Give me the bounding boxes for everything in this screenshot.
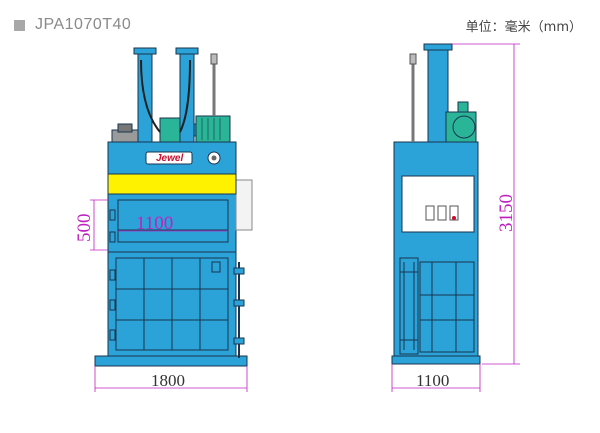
control-buttons xyxy=(425,205,459,221)
front-base-plate xyxy=(94,355,248,367)
left-column-cap xyxy=(133,47,157,55)
brand-logo: Jewel xyxy=(156,153,183,164)
motor xyxy=(195,115,231,143)
hose xyxy=(140,59,161,133)
side-view xyxy=(391,43,481,365)
front-view xyxy=(94,47,253,367)
side-rod-top xyxy=(409,53,417,65)
motor-terminal xyxy=(457,101,469,113)
control-panel xyxy=(401,175,475,233)
side-column xyxy=(427,47,449,143)
chamber-opening xyxy=(117,199,229,243)
side-chamber-lines xyxy=(419,261,475,353)
emergency-stop-icon xyxy=(452,216,456,220)
gauge-center xyxy=(211,155,217,161)
side-base-plate xyxy=(391,355,481,365)
motor-fins xyxy=(201,118,221,140)
hinge xyxy=(109,231,116,243)
side-dimension-lines xyxy=(391,43,520,392)
model-title: JPA1070T40 xyxy=(35,16,132,33)
door-latch xyxy=(211,261,221,273)
hinge xyxy=(109,269,116,281)
inner-width-dimension: 1100 xyxy=(136,213,173,234)
side-depth-dimension: 1100 xyxy=(416,371,449,390)
valve-head xyxy=(117,123,133,133)
lever-bracket xyxy=(233,267,245,275)
brand-plate xyxy=(145,151,193,165)
front-door-grid xyxy=(115,257,229,351)
lever-bracket xyxy=(233,299,245,307)
square-bullet-icon xyxy=(14,19,25,31)
hinge xyxy=(109,299,116,311)
side-column-cap xyxy=(423,43,453,51)
rod-top xyxy=(210,53,218,65)
hose xyxy=(179,59,191,133)
title-bar: JPA1070T40 xyxy=(14,14,131,36)
right-column-cap xyxy=(175,47,199,55)
hinge xyxy=(109,329,116,341)
total-height-dimension: 3150 xyxy=(496,194,517,232)
side-gate xyxy=(235,179,253,231)
front-width-dimension: 1800 xyxy=(151,371,185,390)
unit-label: 单位：毫米（mm） xyxy=(465,20,582,35)
lever-bracket xyxy=(233,337,245,345)
hinge xyxy=(109,209,116,221)
motor-fan-icon xyxy=(452,115,476,139)
chamber-height-dimension: 500 xyxy=(74,214,95,243)
front-dimension-lines xyxy=(90,199,248,392)
side-rack-lines xyxy=(400,262,418,350)
yellow-safety-band xyxy=(107,173,237,195)
